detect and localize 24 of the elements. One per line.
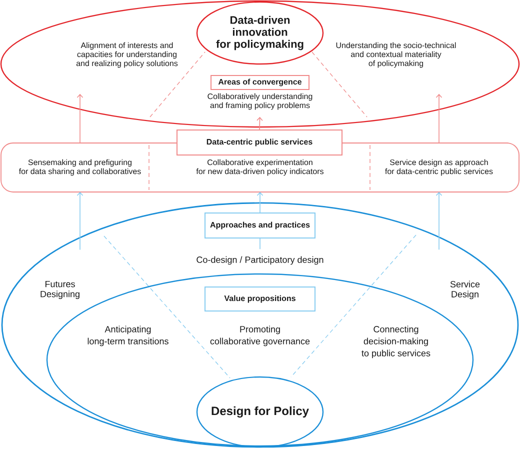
text-label: Sensemaking and prefiguring for data sharing and collaboratives	[18, 159, 141, 176]
heading-box: Areas of convergence	[210, 75, 310, 90]
heading-box: Value propositions	[204, 286, 316, 312]
text-label: Collaboratively understanding and framing policy problems	[208, 93, 312, 110]
text-label: Futures Designing	[40, 280, 80, 300]
text-label: Service design as approach for data-centric public services	[385, 159, 493, 176]
text-label: Service Design	[450, 280, 480, 300]
text-label: Co-design / Participatory design	[196, 256, 324, 265]
arrow	[76, 94, 84, 144]
text-label: Understanding the socio-technical and contextual materiality of policymaking	[336, 42, 456, 68]
outer-ellipse	[1, 202, 519, 448]
arrow	[256, 116, 263, 130]
text-label: Collaborative experimentation for new data-driven policy indicators	[196, 159, 324, 176]
arrow	[256, 192, 264, 213]
text-label: Promoting collaborative governance	[210, 326, 310, 346]
arrow	[436, 94, 442, 144]
text-label: Connecting decision-making to public services	[362, 326, 430, 358]
arrow	[76, 192, 84, 250]
heading-box: Data-centric public services	[176, 130, 342, 156]
heading-box: Approaches and practices	[204, 212, 316, 238]
arrow	[436, 192, 442, 250]
large-ellipse	[0, 0, 520, 128]
text-label: Alignment of interests and capacities for understanding and realizing policy solutions	[76, 42, 178, 68]
text-label: Anticipating long-term transitions	[88, 326, 168, 346]
